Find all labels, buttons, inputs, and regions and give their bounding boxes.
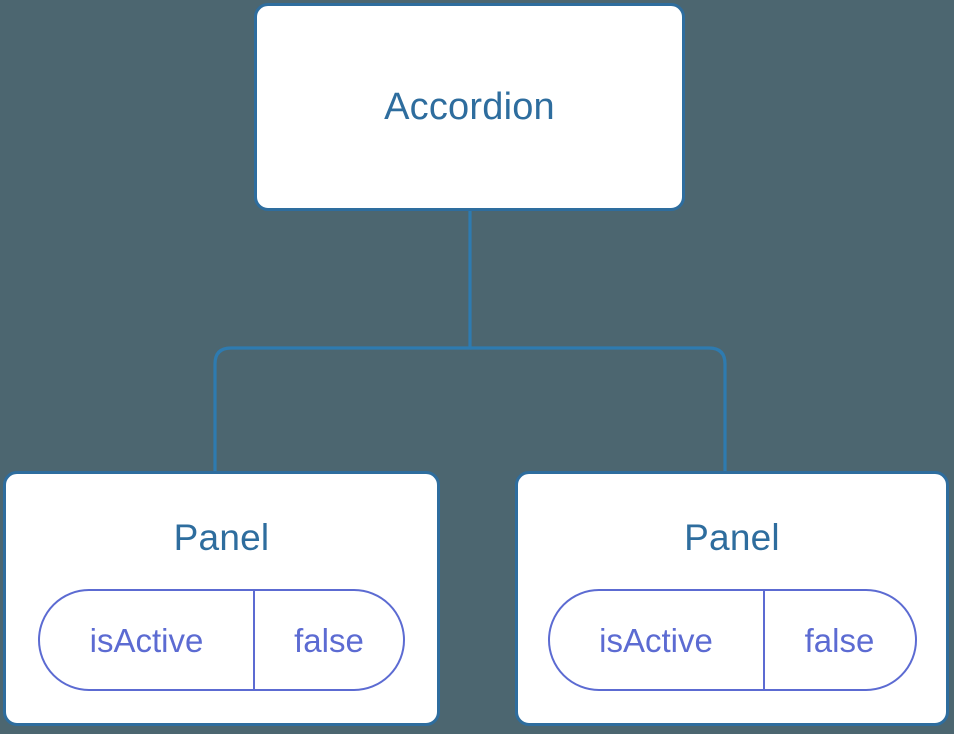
attribute-pill-panel-1-isactive[interactable]: isActive false (38, 589, 405, 691)
attribute-value: false (253, 591, 403, 689)
node-title-panel-2: Panel (684, 517, 780, 558)
node-panel-2[interactable]: Panel isActive false (515, 471, 949, 726)
attribute-value: false (762, 591, 915, 689)
node-accordion[interactable]: Accordion (254, 3, 685, 211)
node-title-accordion: Accordion (384, 86, 555, 128)
attribute-pill-panel-2-isactive[interactable]: isActive false (547, 589, 917, 691)
node-title-panel-1: Panel (173, 517, 270, 558)
node-panel-1[interactable]: Panel isActive false (3, 471, 440, 726)
attribute-key: isActive (599, 621, 713, 659)
edge-accordion-to-panel-2 (470, 346, 727, 471)
edge-accordion-to-panel-1 (213, 211, 472, 471)
attribute-key: isActive (89, 621, 204, 659)
